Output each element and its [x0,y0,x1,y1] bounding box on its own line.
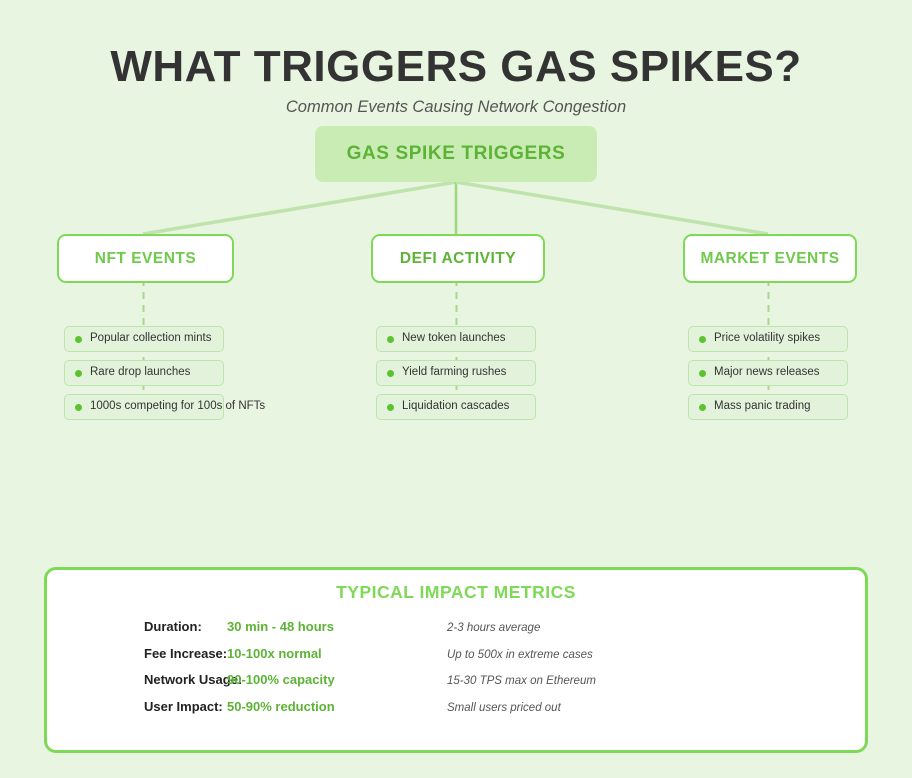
metric-label: Fee Increase: [144,645,228,661]
leaf-label: 1000s competing for 100s of NFTs [90,400,266,413]
metric-row: Fee Increase: 10-100x normal Up to 500x … [47,646,865,673]
leaf-item: Yield farming rushes [376,360,536,386]
metric-value: 90-100% capacity [227,672,335,687]
bullet-icon [699,403,706,411]
leaf-item: Popular collection mints [64,326,224,352]
category-label: NFT EVENTS [94,249,197,267]
category-label: MARKET EVENTS [700,249,840,267]
bullet-icon [75,369,82,377]
bullet-icon [75,403,82,411]
leaf-label: Popular collection mints [90,332,212,345]
metric-label: Network Usage: [144,672,243,687]
leaf-item: Liquidation cascades [376,394,536,420]
leaf-item: New token launches [376,326,536,352]
metric-label: User Impact: [144,698,223,714]
metric-note: 2-3 hours average [447,622,541,634]
leaf-label: Major news releases [714,366,820,379]
bullet-icon [75,335,82,343]
metric-note: 15-30 TPS max on Ethereum [447,675,596,687]
metric-note: Up to 500x in extreme cases [447,648,593,661]
leaf-label: Rare drop launches [90,366,191,379]
leaf-label: Liquidation cascades [402,400,510,413]
category-node-market-events: MARKET EVENTS [683,234,857,283]
metric-row: Network Usage: 90-100% capacity 15-30 TP… [47,672,865,699]
leaf-item: Price volatility spikes [688,326,848,352]
connector-hub-to-market [455,180,769,236]
hub-label: GAS SPIKE TRIGGERS [346,143,566,164]
category-node-nft-events: NFT EVENTS [57,234,234,283]
leaf-item: 1000s competing for 100s of NFTs [64,394,265,420]
header: WHAT TRIGGERS GAS SPIKES? Common Events … [0,42,912,117]
bullet-icon [387,369,394,377]
metric-note: Small users priced out [447,701,561,714]
leaf-label: Yield farming rushes [402,366,507,379]
metric-label: Duration: [144,619,202,634]
bullet-icon [699,369,706,377]
hub-node: GAS SPIKE TRIGGERS [315,126,597,182]
category-node-defi-activity: DEFI ACTIVITY [371,234,545,283]
leaf-label: Mass panic trading [714,400,811,413]
bullet-icon [387,335,394,343]
metric-row: Duration: 30 min - 48 hours 2-3 hours av… [47,619,865,646]
page-title: WHAT TRIGGERS GAS SPIKES? [110,42,802,91]
metrics-panel-title: TYPICAL IMPACT METRICS [336,582,576,602]
bullet-icon [699,335,706,343]
leaf-item: Rare drop launches [64,360,224,386]
leaf-label: Price volatility spikes [714,332,821,345]
connector-hub-to-nft [142,180,457,236]
leaf-item: Major news releases [688,360,848,386]
metric-row: User Impact: 50-90% reduction Small user… [47,699,865,726]
metrics-rows: Duration: 30 min - 48 hours 2-3 hours av… [47,619,865,725]
metric-value: 10-100x normal [227,645,322,661]
leaf-item: Mass panic trading [688,394,848,420]
page-subtitle: Common Events Causing Network Congestion [285,98,627,117]
bullet-icon [387,403,394,411]
impact-metrics-panel: TYPICAL IMPACT METRICS Duration: 30 min … [44,567,868,753]
metric-value: 30 min - 48 hours [227,619,334,634]
leaf-label: New token launches [402,332,506,345]
metric-value: 50-90% reduction [227,698,335,714]
category-label: DEFI ACTIVITY [399,249,517,267]
